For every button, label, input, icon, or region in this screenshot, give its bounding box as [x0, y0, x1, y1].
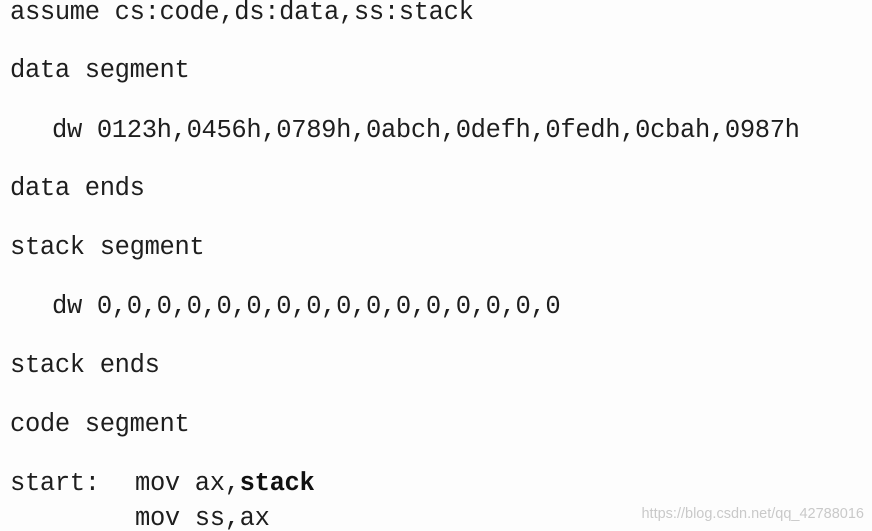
code-line-start-instruction: mov ax,stack — [135, 469, 315, 499]
code-line-data-segment: data segment — [10, 56, 190, 85]
code-line-data-dw: dw 0123h,0456h,0789h,0abch,0defh,0fedh,0… — [52, 116, 800, 145]
code-line-code-segment: code segment — [10, 410, 190, 439]
code-line-stack-ends: stack ends — [10, 351, 160, 380]
code-line-stack-dw: dw 0,0,0,0,0,0,0,0,0,0,0,0,0,0,0,0 — [52, 292, 561, 321]
start-instruction-operand: stack — [239, 469, 315, 498]
code-line-data-ends: data ends — [10, 174, 145, 203]
code-line-mov-ss: mov ss,ax — [135, 504, 270, 531]
code-line-start-label: start: — [10, 469, 100, 498]
start-instruction-text: mov ax, — [135, 469, 240, 498]
code-line-assume: assume cs:code,ds:data,ss:stack — [10, 0, 474, 27]
code-line-stack-segment: stack segment — [10, 233, 205, 262]
watermark-url: https://blog.csdn.net/qq_42788016 — [641, 506, 864, 522]
